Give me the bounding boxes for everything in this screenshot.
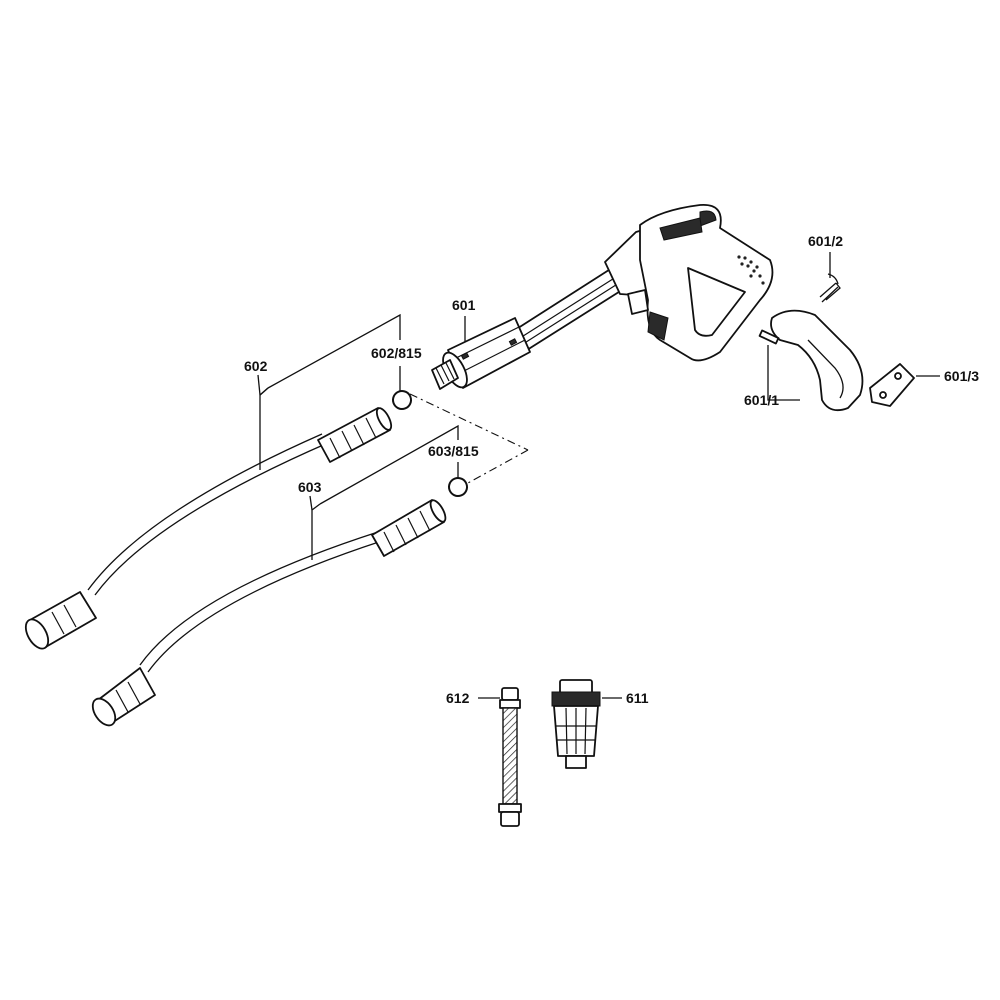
leader-lines: [257, 252, 940, 699]
label-603-815: 603/815: [428, 443, 479, 459]
label-603: 603: [298, 479, 322, 495]
spring-part: [819, 273, 841, 303]
trigger-part: [758, 309, 864, 412]
label-612: 612: [446, 690, 470, 706]
grip-dots: [737, 255, 765, 285]
water-filter-part: [551, 679, 601, 769]
label-601-2: 601/2: [808, 233, 843, 249]
hose-adapter-part: [498, 687, 522, 827]
o-ring-603-815: [448, 477, 468, 497]
nut-ridges-602: [329, 417, 377, 459]
o-ring-602-815: [392, 390, 412, 410]
lance-603: [91, 499, 447, 727]
label-601-1: 601/1: [744, 392, 779, 408]
label-602: 602: [244, 358, 268, 374]
label-601-3: 601/3: [944, 368, 979, 384]
label-611: 611: [626, 690, 649, 706]
lock-plate-part: [869, 363, 915, 407]
label-601: 601: [452, 297, 476, 313]
spray-gun: [431, 204, 774, 390]
label-602-815: 602/815: [371, 345, 422, 361]
lance-602: [24, 407, 393, 650]
nut-ridges-603: [383, 510, 431, 553]
